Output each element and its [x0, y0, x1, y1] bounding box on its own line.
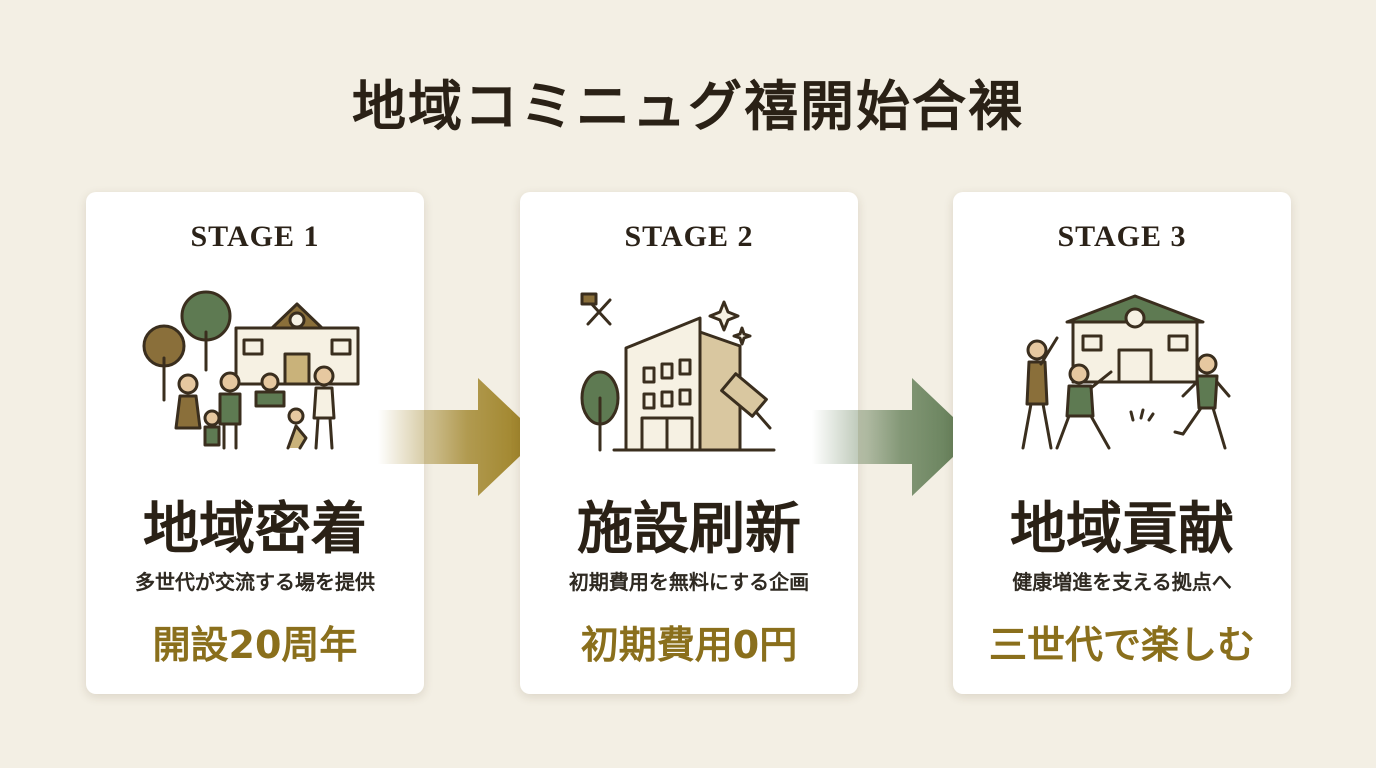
stage-card-1: STAGE 1 [86, 192, 424, 694]
page-title: 地域コミニュグ禧開始合裸 [352, 74, 1024, 138]
stage-highlight: 初期費用0円 [580, 623, 798, 667]
stage-description: 多世代が交流する場を提供 [135, 570, 375, 594]
stage-label: STAGE 1 [190, 220, 320, 253]
stage-highlight: 開設20周年 [152, 623, 358, 667]
stage-label: STAGE 2 [624, 220, 754, 253]
community-people-building-icon [142, 290, 360, 450]
stage-card-3: STAGE 3 [953, 192, 1291, 694]
stage-label: STAGE 3 [1057, 220, 1187, 253]
stage-description: 初期費用を無料にする企画 [568, 570, 810, 594]
stage-card-2: STAGE 2 [520, 192, 858, 694]
stage-highlight: 三世代で楽しむ [988, 623, 1255, 667]
stage-name: 地域密着 [143, 496, 367, 562]
building-renovation-icon [580, 292, 776, 452]
stage-description: 健康増進を支える拠点へ [1012, 570, 1232, 594]
exercise-people-building-icon [1021, 294, 1231, 450]
arrow-right-icon [378, 378, 540, 496]
stage-name: 施設刷新 [577, 496, 801, 562]
stage-name: 地域貢献 [1010, 496, 1234, 562]
arrow-right-icon [812, 378, 974, 496]
